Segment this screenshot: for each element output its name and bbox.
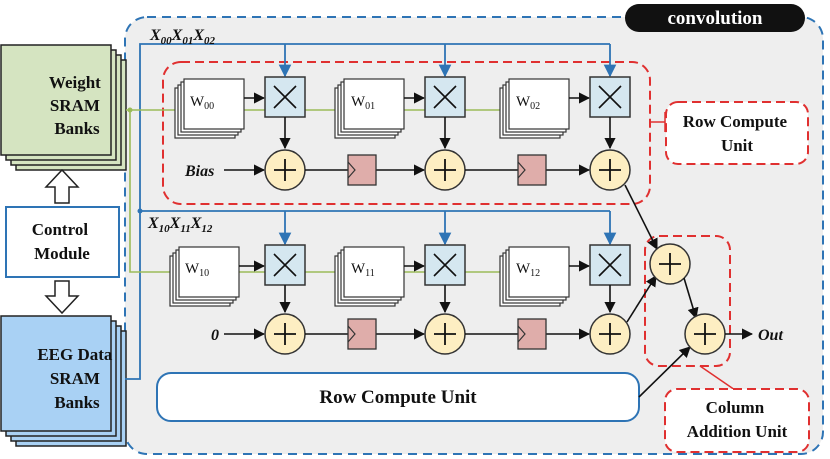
multiplier-r0c1 xyxy=(424,76,466,118)
eeg-sram-line2: SRAM xyxy=(50,369,100,388)
x-inputs-row0-label: X00X01X02 xyxy=(149,27,216,47)
eeg-data-sram-banks: EEG Data SRAM Banks xyxy=(0,315,127,447)
control-to-eeg-arrow xyxy=(44,280,80,315)
out-label: Out xyxy=(758,327,783,344)
row-compute-callout-line2: Unit xyxy=(721,136,753,155)
convolution-badge: convolution xyxy=(625,4,805,32)
rcu-bar-to-col-adder-arrow xyxy=(638,346,691,398)
adder-r1c0 xyxy=(264,313,306,355)
column-adder-2 xyxy=(684,313,726,355)
row1-to-col-adder-arrow xyxy=(626,275,657,323)
zero-input-label: 0 xyxy=(211,327,219,344)
svg-text:W01: W01 xyxy=(351,94,375,112)
weight-sram-line3: Banks xyxy=(54,119,100,138)
weight-sram-line2: SRAM xyxy=(50,96,100,115)
adder-r0c2 xyxy=(589,149,631,191)
multiplier-r1c2 xyxy=(589,244,631,286)
svg-text:W12: W12 xyxy=(516,261,540,279)
row-compute-unit-top xyxy=(162,61,651,205)
control-module: Control Module xyxy=(5,206,120,278)
adder-r1c1 xyxy=(424,313,466,355)
column-addition-callout-line1: Column xyxy=(706,398,765,417)
row-compute-unit-bar-label: Row Compute Unit xyxy=(319,387,477,408)
weight-register-w10: W10 xyxy=(169,246,240,307)
control-to-weight-arrow xyxy=(44,168,80,204)
control-module-line2: Module xyxy=(34,244,90,263)
row-compute-unit-callout: Row Compute Unit xyxy=(650,101,809,165)
svg-text:Weight SRAM Banks: Weight SRAM Banks xyxy=(49,73,105,138)
x-inputs-row1-label: X10X11X12 xyxy=(147,215,213,235)
eeg-sram-line1: EEG Data xyxy=(37,345,113,364)
adder-r0c0 xyxy=(264,149,306,191)
weight-register-w12: W12 xyxy=(499,246,570,307)
row0-to-col-adder-arrow xyxy=(624,184,658,251)
pipeline-register-r0-1 xyxy=(517,154,547,186)
pipeline-register-r0-0 xyxy=(347,154,377,186)
svg-text:Row Compute Unit: Row Compute Unit xyxy=(683,112,792,155)
x-input-bus-row1 xyxy=(140,210,617,246)
pipeline-register-r1-0 xyxy=(347,318,377,350)
adder-r0c1 xyxy=(424,149,466,191)
multiplier-r1c0 xyxy=(264,244,306,286)
svg-text:EEG Data SRAM Bank: EEG Data SRAM Banks xyxy=(37,345,116,412)
weight-register-w11: W11 xyxy=(334,246,405,307)
column-addition-callout-line2: Addition Unit xyxy=(687,422,788,441)
svg-text:W11: W11 xyxy=(351,261,375,279)
convolution-badge-label: convolution xyxy=(667,8,762,29)
multiplier-r1c1 xyxy=(424,244,466,286)
weight-sram-banks: Weight SRAM Banks xyxy=(0,44,127,171)
adder-r1c2 xyxy=(589,313,631,355)
control-module-line1: Control xyxy=(32,220,89,239)
row-compute-callout-line1: Row Compute xyxy=(683,112,788,131)
eeg-sram-line3: Banks xyxy=(54,393,100,412)
svg-text:Control Module: Control Module xyxy=(32,220,93,263)
svg-text:W10: W10 xyxy=(185,261,209,279)
column-adder-1 xyxy=(649,243,691,285)
weight-register-w02: W02 xyxy=(499,78,570,139)
svg-text:W00: W00 xyxy=(190,94,214,112)
svg-text:W02: W02 xyxy=(516,94,540,112)
bias-label: Bias xyxy=(184,163,214,180)
row-compute-unit-bar: Row Compute Unit xyxy=(156,372,640,422)
weight-register-w00: W00 xyxy=(174,78,245,139)
pipeline-register-r1-1 xyxy=(517,318,547,350)
svg-text:Column Addition Unit: Column Addition Unit xyxy=(687,398,788,441)
multiplier-r0c2 xyxy=(589,76,631,118)
weight-sram-line1: Weight xyxy=(49,73,101,92)
weight-register-w01: W01 xyxy=(334,78,405,139)
column-addition-unit xyxy=(644,235,731,367)
column-addition-unit-callout: Column Addition Unit xyxy=(664,365,810,453)
col-adder1-to-adder2-arrow xyxy=(683,277,699,320)
multiplier-r0c0 xyxy=(264,76,306,118)
